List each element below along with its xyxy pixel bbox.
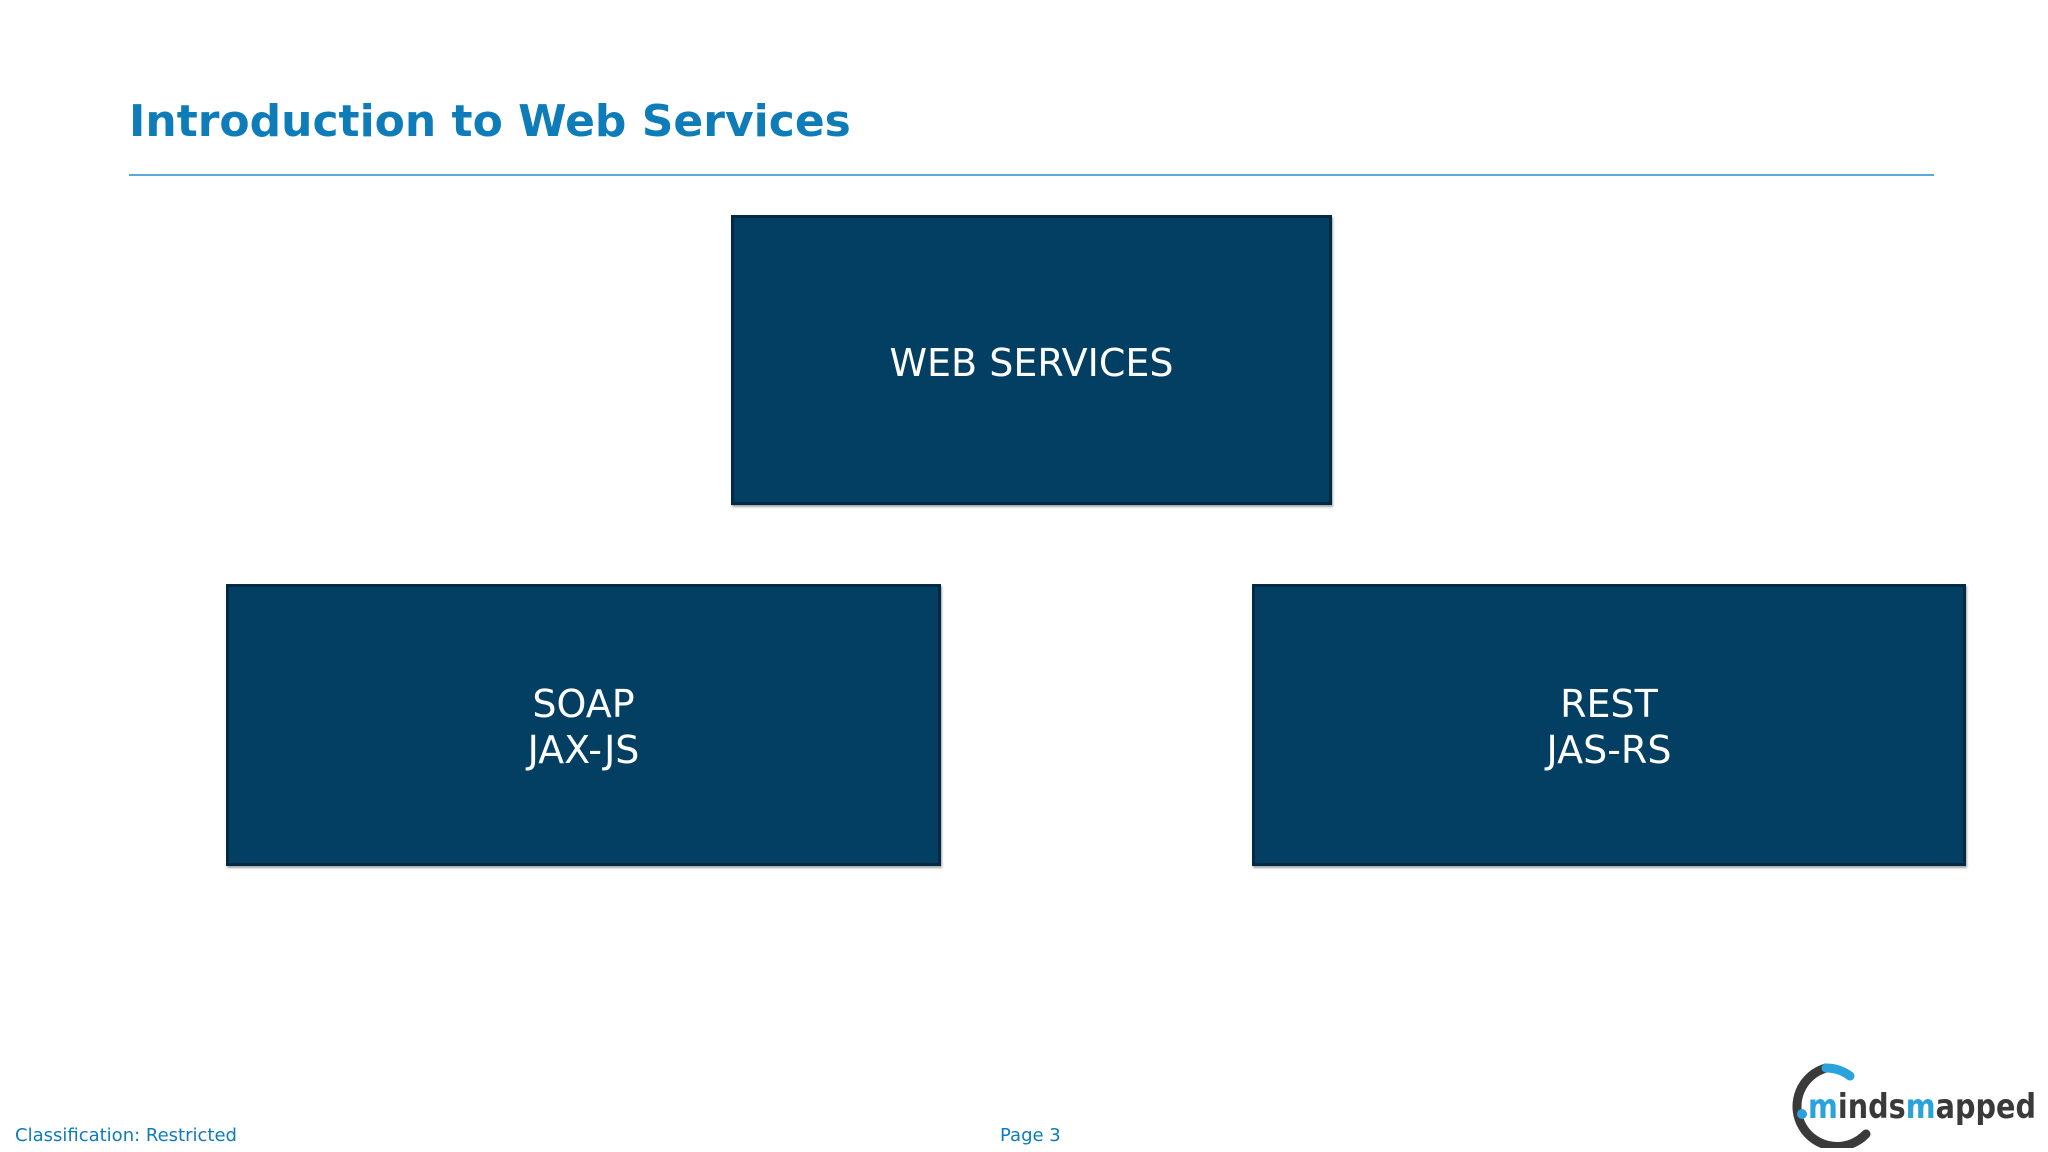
web-services-node: WEB SERVICES — [731, 215, 1332, 505]
title-divider — [129, 174, 1934, 176]
soap-node: SOAP JAX-JS — [226, 584, 941, 866]
circular-arc-logo-icon: mindsmapped — [1792, 1063, 2036, 1148]
soap-label: SOAP — [532, 682, 635, 726]
slide-title: Introduction to Web Services — [129, 96, 851, 147]
rest-label: REST — [1560, 682, 1658, 726]
jas-rs-label: JAS-RS — [1546, 728, 1672, 772]
web-services-label: WEB SERVICES — [889, 341, 1174, 385]
mindsmapped-logo: mindsmapped — [1788, 1062, 2043, 1148]
classification-label: Classification: Restricted — [15, 1125, 237, 1146]
page-number: Page 3 — [1000, 1125, 1061, 1146]
rest-node: REST JAS-RS — [1252, 584, 1966, 866]
logo-wordmark: mindsmapped — [1808, 1087, 2036, 1127]
jax-js-label: JAX-JS — [527, 728, 640, 772]
